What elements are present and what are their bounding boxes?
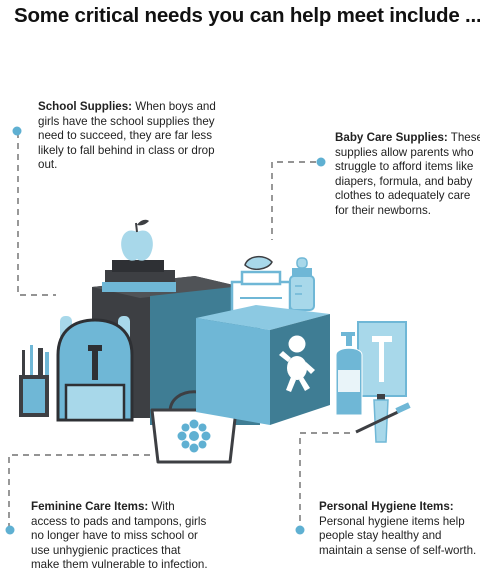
soap-bottle-icon <box>335 332 363 416</box>
feminine-heading: Feminine Care Items: <box>31 500 149 513</box>
purse-icon <box>150 390 238 464</box>
razor-box-icon <box>357 321 407 397</box>
leader-school <box>17 132 56 296</box>
caption-baby-care: Baby Care Supplies: These supplies allow… <box>335 131 480 219</box>
bullet-dots <box>5 126 326 535</box>
wipes-icon <box>230 256 292 314</box>
dot-feminine <box>5 525 15 535</box>
leader-lines <box>8 132 350 528</box>
dot-baby <box>316 157 326 167</box>
backpack-icon <box>56 316 134 422</box>
baby-icon <box>279 335 315 392</box>
caption-school-supplies: School Supplies: When boys and girls hav… <box>38 100 220 173</box>
toothbrush-icon <box>355 402 411 434</box>
school-heading: School Supplies: <box>38 100 133 113</box>
leader-feminine <box>8 454 150 528</box>
hygiene-text: Personal hygiene items help people stay … <box>319 514 477 557</box>
leader-hygiene <box>299 432 350 528</box>
caption-personal-hygiene: Personal Hygiene Items:Personal hygiene … <box>319 500 480 558</box>
baby-text: These supplies allow parents who struggl… <box>335 131 480 217</box>
baby-bottle-icon <box>289 257 315 311</box>
baby-cube <box>196 305 330 425</box>
books-icon <box>102 260 176 292</box>
pencil-cup-icon <box>19 345 49 417</box>
page-title: Some critical needs you can help meet in… <box>14 4 480 27</box>
leader-baby <box>271 161 316 240</box>
baby-heading: Baby Care Supplies: <box>335 131 448 144</box>
apple-icon <box>121 219 153 261</box>
feminine-text: With access to pads and tampons, girls n… <box>31 500 208 572</box>
school-text: When boys and girls have the school supp… <box>38 100 216 172</box>
caption-feminine-care: Feminine Care Items: With access to pads… <box>31 500 211 573</box>
hygiene-heading: Personal Hygiene Items: <box>319 500 454 513</box>
dot-school <box>12 126 22 136</box>
flower-icon <box>177 419 211 453</box>
dot-hygiene <box>295 525 305 535</box>
